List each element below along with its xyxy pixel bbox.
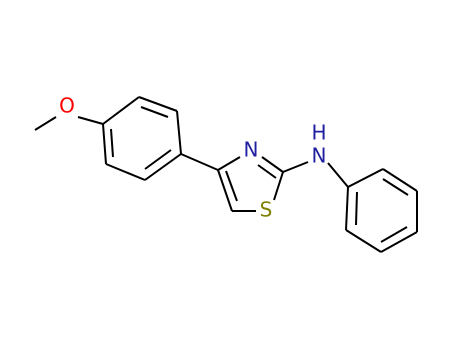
methoxyphenyl-bond-2 [138, 96, 178, 112]
thiazole-c5-c4-inner-bond [225, 170, 238, 202]
thiazole-nitrogen-atom-label: N [244, 138, 259, 162]
phenyl-bond-1 [347, 168, 384, 188]
amine-nitrogen-atom-label: N [312, 144, 327, 168]
thiazole-c5-c4-bond [217, 169, 233, 212]
phenyl-ring [345, 168, 418, 253]
phenyl-bond-5 [345, 229, 382, 253]
phenyl-bond-6 [345, 186, 349, 231]
thiazole-n3-c2-bond [261, 156, 284, 173]
phenyl-inner-bond-1 [382, 178, 409, 196]
oxygen-atom-label: O [59, 94, 75, 118]
methoxyphenyl-bond-1 [102, 96, 140, 125]
methoxyphenyl-bond-5 [105, 163, 146, 181]
methoxy-group [34, 116, 104, 131]
methoxyphenyl-bond-6 [102, 123, 107, 165]
phenyl-inner-bond-3 [355, 191, 358, 226]
methyl-oxygen-bond [34, 116, 57, 131]
sulfur-atom-label: S [260, 198, 273, 222]
aryl-thiazole-bond [180, 153, 219, 171]
thiazole-c4-n3-bond [217, 156, 241, 171]
methoxyphenyl-inner-bond-3 [110, 128, 114, 158]
thiazole-ring [217, 156, 284, 212]
phenyl-bond-2 [382, 168, 418, 192]
phenyl-inner-bond-2 [380, 226, 408, 243]
phenyl-bond-4 [380, 231, 418, 253]
methoxyphenyl-inner-bond-1 [140, 106, 169, 118]
amine-phenyl-bond [327, 162, 349, 188]
thiazole-n3-c2-inner-bond [257, 164, 277, 179]
methoxyphenyl-ring [102, 96, 182, 181]
thiazole-amine-bond [282, 161, 309, 173]
methoxyphenyl-inner-bond-2 [144, 149, 172, 170]
methoxyphenyl-bond-3 [176, 110, 182, 155]
amine-hydrogen-atom-label: H [311, 121, 326, 145]
methoxyphenyl-bond-4 [144, 153, 182, 181]
oxygen-aryl-bond [77, 116, 104, 125]
thiazole-c2-s-bond [273, 171, 284, 201]
